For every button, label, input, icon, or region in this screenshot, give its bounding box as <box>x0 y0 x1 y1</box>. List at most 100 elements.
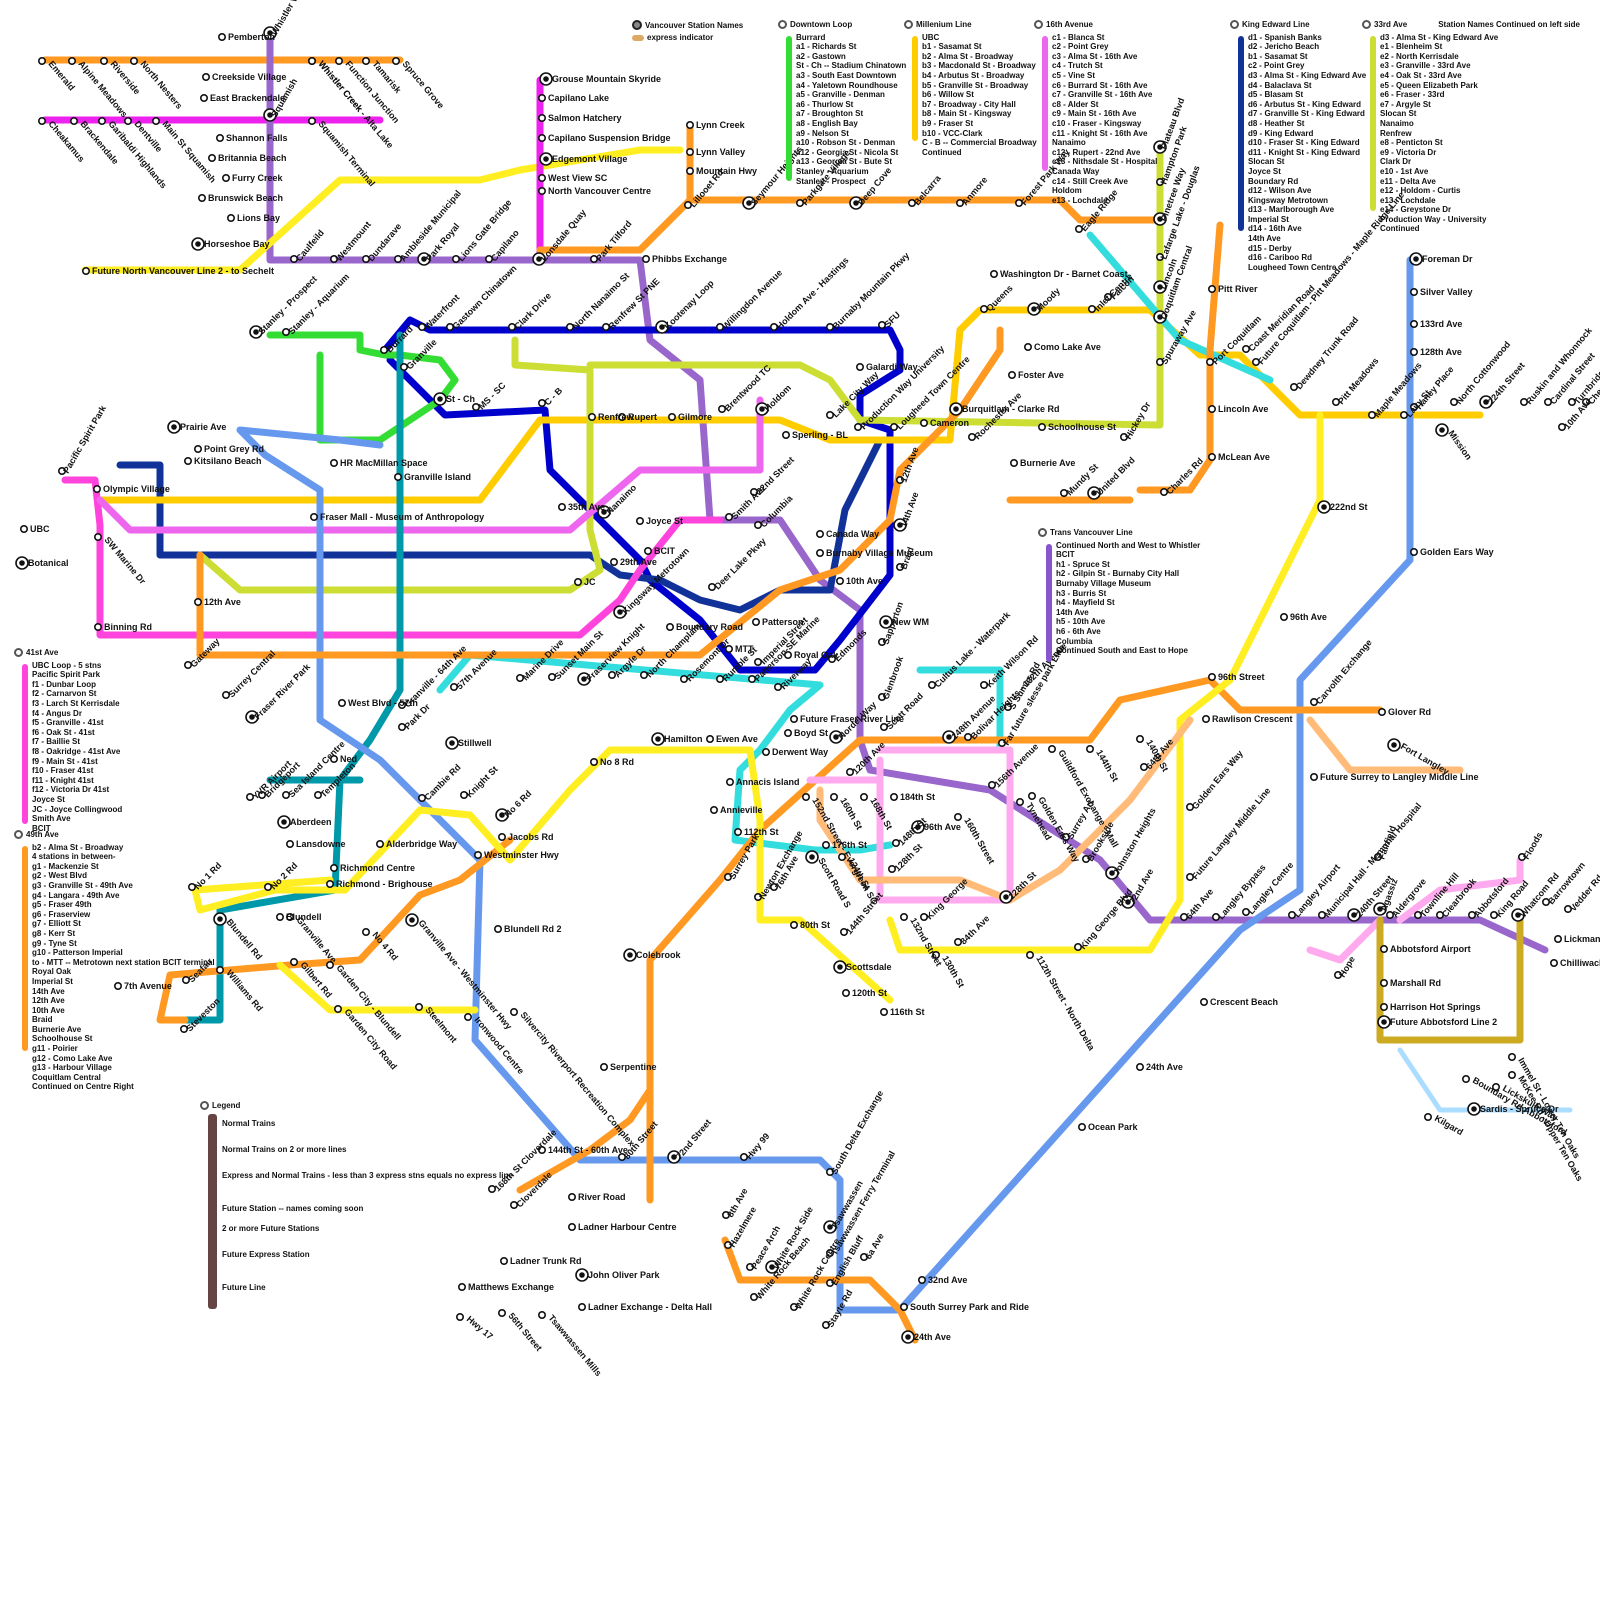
station-marker[interactable] <box>1411 549 1417 555</box>
station-marker[interactable] <box>539 1312 545 1318</box>
station-marker[interactable] <box>1011 460 1017 466</box>
station-marker[interactable] <box>637 518 643 524</box>
station-marker[interactable] <box>955 814 961 820</box>
station-marker[interactable] <box>1017 799 1023 805</box>
station-marker[interactable] <box>327 881 333 887</box>
station-marker[interactable] <box>199 195 205 201</box>
station-marker[interactable] <box>901 1304 907 1310</box>
station-marker[interactable] <box>753 619 759 625</box>
station-marker[interactable] <box>131 58 137 64</box>
station-marker[interactable] <box>1137 736 1143 742</box>
station-marker[interactable] <box>99 118 105 124</box>
station-marker[interactable] <box>645 548 651 554</box>
station-marker[interactable] <box>669 414 675 420</box>
station-marker[interactable] <box>1209 406 1215 412</box>
station-marker[interactable] <box>881 1009 887 1015</box>
station-marker[interactable] <box>511 1009 517 1015</box>
station-marker[interactable] <box>153 118 159 124</box>
station-marker[interactable] <box>457 1314 463 1320</box>
station-marker[interactable] <box>1411 349 1417 355</box>
station-marker[interactable] <box>95 534 101 540</box>
station-marker[interactable] <box>195 446 201 452</box>
station-marker[interactable] <box>991 271 997 277</box>
station-marker[interactable] <box>861 794 867 800</box>
station-marker[interactable] <box>687 168 693 174</box>
station-marker[interactable] <box>1381 946 1387 952</box>
station-marker[interactable] <box>539 188 545 194</box>
station-marker[interactable] <box>901 914 907 920</box>
station-marker[interactable] <box>817 531 823 537</box>
station-marker[interactable] <box>763 749 769 755</box>
station-marker[interactable] <box>21 526 27 532</box>
station-marker[interactable] <box>1463 1076 1469 1082</box>
station-marker[interactable] <box>569 1224 575 1230</box>
station-marker[interactable] <box>1025 344 1031 350</box>
station-marker[interactable] <box>309 58 315 64</box>
station-marker[interactable] <box>687 149 693 155</box>
station-marker[interactable] <box>185 458 191 464</box>
station-marker[interactable] <box>1209 454 1215 460</box>
station-marker[interactable] <box>228 215 234 221</box>
station-marker[interactable] <box>363 58 369 64</box>
station-marker[interactable] <box>336 58 342 64</box>
station-marker[interactable] <box>39 58 45 64</box>
station-marker[interactable] <box>223 175 229 181</box>
station-marker[interactable] <box>687 122 693 128</box>
station-marker[interactable] <box>611 559 617 565</box>
station-marker[interactable] <box>1411 289 1417 295</box>
station-marker[interactable] <box>219 34 225 40</box>
station-marker[interactable] <box>83 268 89 274</box>
station-marker[interactable] <box>707 736 713 742</box>
station-marker[interactable] <box>1411 321 1417 327</box>
station-marker[interactable] <box>217 967 223 973</box>
station-marker[interactable] <box>1311 774 1317 780</box>
station-marker[interactable] <box>843 990 849 996</box>
station-marker[interactable] <box>785 730 791 736</box>
station-marker[interactable] <box>201 95 207 101</box>
station-marker[interactable] <box>1027 952 1033 958</box>
station-marker[interactable] <box>1201 999 1207 1005</box>
station-marker[interactable] <box>363 929 369 935</box>
station-marker[interactable] <box>1203 716 1209 722</box>
station-marker[interactable] <box>395 474 401 480</box>
station-marker[interactable] <box>291 959 297 965</box>
station-marker[interactable] <box>711 807 717 813</box>
station-marker[interactable] <box>1381 980 1387 986</box>
station-marker[interactable] <box>495 926 501 932</box>
station-marker[interactable] <box>589 414 595 420</box>
station-marker[interactable] <box>95 624 101 630</box>
station-marker[interactable] <box>643 256 649 262</box>
station-marker[interactable] <box>339 700 345 706</box>
station-marker[interactable] <box>1551 960 1557 966</box>
station-marker[interactable] <box>1425 1114 1431 1120</box>
station-marker[interactable] <box>857 364 863 370</box>
station-marker[interactable] <box>101 58 107 64</box>
station-marker[interactable] <box>1381 1004 1387 1010</box>
station-marker[interactable] <box>1281 614 1287 620</box>
station-marker[interactable] <box>71 118 77 124</box>
station-marker[interactable] <box>569 1194 575 1200</box>
station-marker[interactable] <box>791 922 797 928</box>
station-marker[interactable] <box>891 794 897 800</box>
station-marker[interactable] <box>465 1014 471 1020</box>
station-marker[interactable] <box>331 865 337 871</box>
station-marker[interactable] <box>287 841 293 847</box>
station-marker[interactable] <box>203 74 209 80</box>
station-marker[interactable] <box>416 1004 422 1010</box>
station-marker[interactable] <box>919 1277 925 1283</box>
station-marker[interactable] <box>575 579 581 585</box>
station-marker[interactable] <box>817 550 823 556</box>
station-marker[interactable] <box>1509 1054 1515 1060</box>
station-marker[interactable] <box>1555 936 1561 942</box>
station-marker[interactable] <box>1049 746 1055 752</box>
station-marker[interactable] <box>94 486 100 492</box>
station-marker[interactable] <box>1079 1124 1085 1130</box>
station-marker[interactable] <box>791 716 797 722</box>
station-marker[interactable] <box>335 1006 341 1012</box>
station-marker[interactable] <box>783 432 789 438</box>
station-marker[interactable] <box>559 504 565 510</box>
station-marker[interactable] <box>539 175 545 181</box>
station-marker[interactable] <box>499 834 505 840</box>
station-marker[interactable] <box>591 759 597 765</box>
station-marker[interactable] <box>601 1064 607 1070</box>
